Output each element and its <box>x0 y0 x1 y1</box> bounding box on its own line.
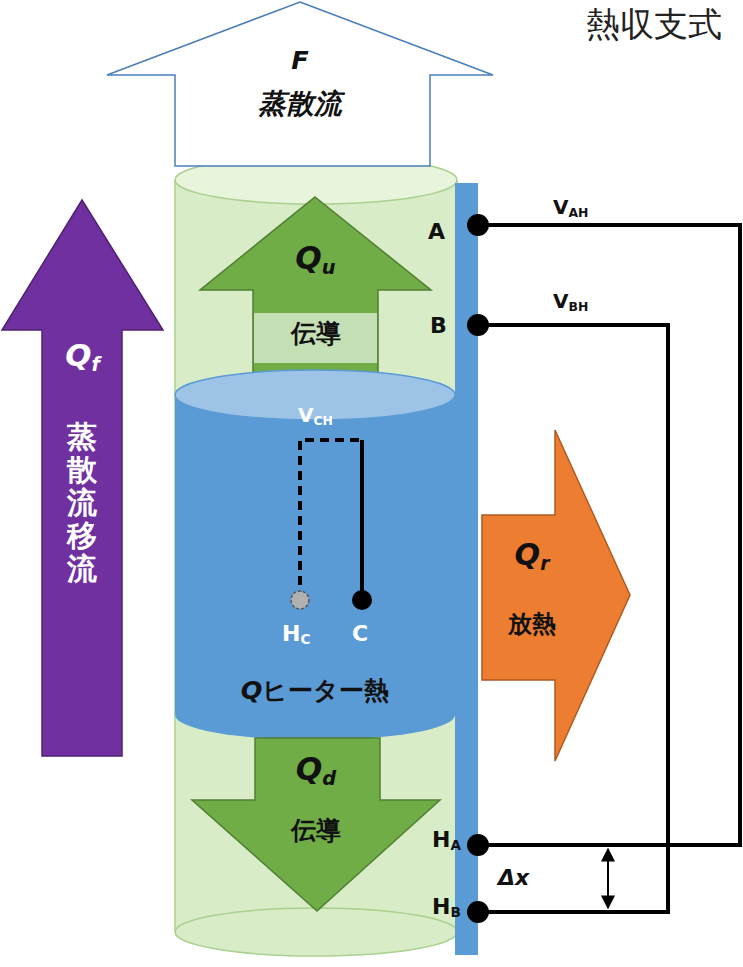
subscript: d <box>322 767 336 790</box>
subscript: C <box>300 631 310 647</box>
signal-name: VCH <box>298 404 333 428</box>
dimension-label: Δx <box>498 866 529 890</box>
conduction-arrow: Qd 伝導 <box>190 738 442 913</box>
node-text: 蒸散流移流 <box>67 420 97 585</box>
stem-body <box>175 180 457 932</box>
subscript: CH <box>313 413 332 428</box>
node-text: 蒸散流 <box>105 88 495 120</box>
terminal-label: B <box>430 314 447 338</box>
heat-loss-arrow: Qr 放熱 <box>482 428 632 763</box>
advection-arrow: Qf 蒸散流移流 <box>0 198 165 758</box>
subscript: r <box>540 553 549 574</box>
flow-arrow: F 蒸散流 <box>105 0 495 168</box>
node-heading: Qu <box>198 241 433 279</box>
subscript: B <box>450 904 460 920</box>
symbol: Q <box>241 675 263 705</box>
terminal-label: HC <box>282 622 310 647</box>
junction-dot <box>467 214 489 236</box>
signal-name: VAH <box>553 196 588 220</box>
node-text: 伝導 <box>190 816 442 845</box>
stem-side <box>175 180 457 932</box>
heat-loss-arrow-shape <box>482 428 632 763</box>
terminal-label: C <box>352 622 368 646</box>
signal-name: VBH <box>553 290 588 314</box>
junction-dot <box>467 834 489 856</box>
node-heading: Qヒーター熱 <box>175 676 455 705</box>
node-heading: Qf <box>0 338 165 376</box>
terminal-label: HA <box>432 828 461 853</box>
diagram-title: 熱収支式 <box>586 2 722 48</box>
junction-dot <box>467 901 489 923</box>
node-heading: Qr <box>482 538 582 574</box>
node-text: 伝導 <box>198 319 433 348</box>
subscript: AH <box>568 205 588 220</box>
terminal-label: A <box>428 220 445 244</box>
node-heading: F <box>105 46 495 75</box>
subscript: A <box>450 837 461 853</box>
junction-dot <box>467 314 489 336</box>
subscript: f <box>91 353 99 376</box>
thermocouple-wire <box>478 225 740 845</box>
node-text: 放熱 <box>482 610 582 638</box>
thermocouple-wire <box>478 325 668 912</box>
subscript: u <box>322 256 336 279</box>
flow-arrow-shape <box>105 0 495 168</box>
terminal-label: HB <box>432 895 461 920</box>
dimension-arrow <box>607 849 609 908</box>
stem-bottom <box>175 908 457 956</box>
subscript: BH <box>568 299 588 314</box>
node-heading: Qd <box>190 752 442 790</box>
